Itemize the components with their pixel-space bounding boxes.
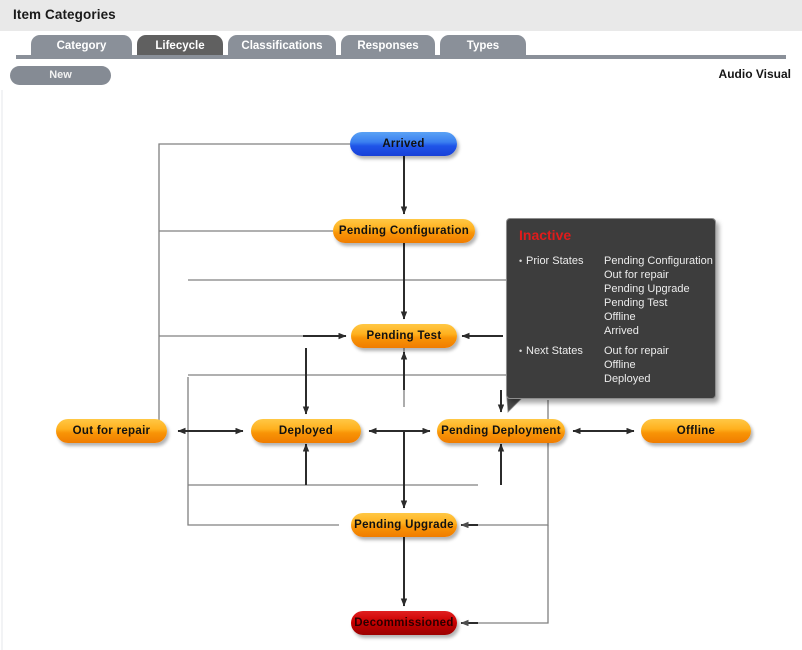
state-node-deployed[interactable]: Deployed xyxy=(251,419,361,443)
action-toolbar: New Audio Visual xyxy=(0,60,802,90)
tooltip-title: Inactive xyxy=(519,227,572,243)
tab-types[interactable]: Types xyxy=(440,35,526,57)
tooltip-value: Out for repair xyxy=(604,345,669,357)
state-node-offline[interactable]: Offline xyxy=(641,419,751,443)
state-node-out-for-repair[interactable]: Out for repair xyxy=(56,419,167,443)
state-node-pending-test[interactable]: Pending Test xyxy=(351,324,457,348)
tooltip-value: Pending Test xyxy=(604,297,668,309)
state-node-pending-upgrade[interactable]: Pending Upgrade xyxy=(351,513,457,537)
bullet-icon: • xyxy=(519,346,523,356)
state-detail-tooltip: Inactive • Prior States Pending Configur… xyxy=(506,218,716,399)
tab-responses[interactable]: Responses xyxy=(341,35,435,57)
tab-underline xyxy=(16,55,786,59)
new-button[interactable]: New xyxy=(10,66,111,85)
tooltip-value: Offline xyxy=(604,311,636,323)
tooltip-next-states-label: Next States xyxy=(526,345,583,357)
tooltip-value: Pending Upgrade xyxy=(604,283,690,295)
state-node-pending-config[interactable]: Pending Configuration xyxy=(333,219,475,243)
category-context-label: Audio Visual xyxy=(718,67,791,81)
tooltip-next-states-values: Out for repair Offline Deployed xyxy=(604,344,669,386)
tooltip-value: Deployed xyxy=(604,373,651,385)
connector-layer xyxy=(158,143,635,627)
tooltip-next-states-group: • Next States Out for repair Offline Dep… xyxy=(519,344,669,386)
window-titlebar: Item Categories xyxy=(0,0,802,31)
tooltip-prior-states-values: Pending Configuration Out for repair Pen… xyxy=(604,254,713,338)
tooltip-value: Offline xyxy=(604,359,636,371)
tab-lifecycle[interactable]: Lifecycle xyxy=(137,35,223,57)
page-title: Item Categories xyxy=(13,7,116,22)
tab-category[interactable]: Category xyxy=(31,35,132,57)
tooltip-prior-states-label: Prior States xyxy=(526,255,584,267)
tooltip-value: Out for repair xyxy=(604,269,669,281)
dark-connectors xyxy=(177,156,635,627)
tab-classifications[interactable]: Classifications xyxy=(228,35,336,57)
tooltip-value: Arrived xyxy=(604,325,639,337)
lifecycle-diagram-canvas: Inactive • Prior States Pending Configur… xyxy=(1,90,801,650)
tooltip-value: Pending Configuration xyxy=(604,255,713,267)
state-node-arrived[interactable]: Arrived xyxy=(350,132,457,156)
bullet-icon: • xyxy=(519,256,523,266)
state-node-decommissioned[interactable]: Decommissioned xyxy=(351,611,457,635)
grey-connectors xyxy=(158,143,549,624)
state-node-pending-deployment[interactable]: Pending Deployment xyxy=(437,419,565,443)
tooltip-prior-states-group: • Prior States Pending Configuration Out… xyxy=(519,254,713,338)
